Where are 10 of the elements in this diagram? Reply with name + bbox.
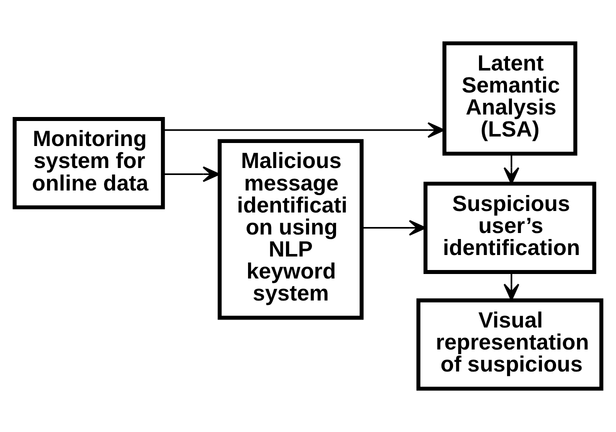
arrow: [163, 166, 220, 182]
node-box: Latent Semantic Analysis (LSA): [442, 41, 578, 156]
arrow: [504, 272, 520, 301]
arrow: [163, 122, 445, 138]
node-box: Suspicious user’s identification: [424, 182, 596, 274]
node-box: Monitoring system for online data: [12, 117, 165, 210]
arrow: [362, 220, 426, 236]
node-box: Visual representation of suspicious: [416, 298, 604, 391]
arrow: [504, 154, 520, 184]
node-box: Malicious message identificati on using NLP keyword system: [218, 139, 364, 320]
